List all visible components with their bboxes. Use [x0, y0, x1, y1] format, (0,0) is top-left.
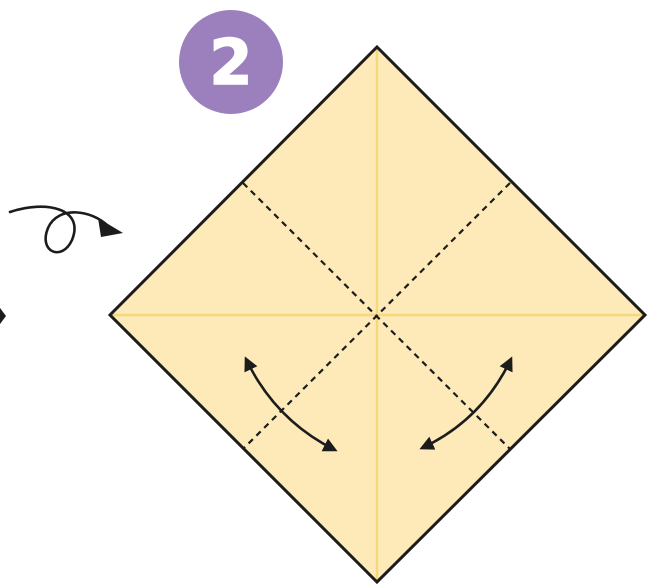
step-badge-circle [179, 10, 283, 114]
step-badge: 2 [179, 10, 283, 114]
fold-arrow-right [419, 356, 513, 450]
diagonal-fold-line-b [242, 182, 511, 450]
fold-arrow-left [244, 356, 338, 452]
step-number: 2 [209, 26, 252, 99]
paper-diamond [107, 44, 648, 585]
loop-arrow-icon [8, 205, 123, 254]
arrowhead-icon [0, 308, 6, 324]
paper-edge [107, 44, 648, 585]
